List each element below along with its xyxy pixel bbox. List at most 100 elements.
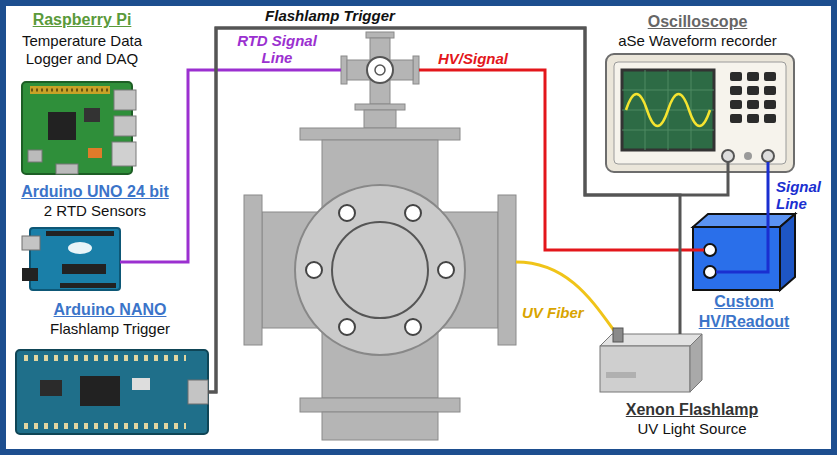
label-anchor: HV/Signal xyxy=(438,50,518,68)
vacuum-chamber xyxy=(375,65,385,75)
oscilloscope-drawing xyxy=(762,150,774,162)
oscilloscope-drawing xyxy=(730,86,742,95)
vacuum-chamber xyxy=(413,56,419,84)
vacuum-chamber xyxy=(367,57,393,83)
line-label: HV/Signal xyxy=(438,50,508,67)
fiber-connector xyxy=(613,328,623,342)
raspberry-pi-board xyxy=(30,86,110,94)
vacuum-chamber xyxy=(341,56,347,84)
label-anchor: Flashlamp Trigger xyxy=(250,7,410,25)
hv-readout-box-drawing xyxy=(693,214,795,227)
hv-readout-box-drawing xyxy=(704,266,716,278)
label-anchor: RTD Signal Line xyxy=(232,32,322,67)
arduino-nano-board xyxy=(16,350,208,434)
arduino-nano-board xyxy=(16,350,208,434)
vacuum-chamber xyxy=(438,262,454,278)
arduino-uno-board xyxy=(68,242,92,254)
oscilloscope-drawing xyxy=(744,152,752,160)
raspberry-pi-board xyxy=(84,108,100,122)
line-label: UV Fiber xyxy=(522,304,584,321)
component-name: Arduino UNO 24 bit xyxy=(10,182,180,202)
arduino-uno-board xyxy=(62,264,106,274)
arduino-nano-board xyxy=(24,423,186,429)
oscilloscope-drawing xyxy=(764,72,776,81)
arduino-nano-board xyxy=(40,380,62,396)
connector-label: Signal Line xyxy=(776,178,830,212)
uv-fiber xyxy=(516,262,618,336)
oscilloscope-drawing xyxy=(730,72,742,81)
signal-connector xyxy=(208,28,728,392)
oscilloscope-drawing xyxy=(622,70,714,150)
vacuum-chamber xyxy=(244,32,516,440)
arduino-uno-board xyxy=(30,228,120,290)
raspberry-pi-board xyxy=(28,150,42,162)
rtd-signal-wire xyxy=(120,70,341,262)
oscilloscope-drawing xyxy=(626,94,710,126)
component-name: Oscilloscope xyxy=(600,12,795,32)
arduino-uno-board xyxy=(22,236,40,250)
component-name: Arduino NANO xyxy=(12,300,208,320)
oscilloscope-drawing xyxy=(730,100,742,109)
oscilloscope-drawing xyxy=(747,72,759,81)
trigger-wire xyxy=(727,162,730,176)
vacuum-chamber xyxy=(300,128,460,140)
component-name: Raspberry Pi xyxy=(14,10,150,30)
arduino-uno-board xyxy=(22,268,38,281)
line-label: RTD Signal Line xyxy=(232,32,322,66)
raspberry-pi-board xyxy=(56,164,78,174)
component-name: Custom HV/Readout xyxy=(690,292,798,332)
component-description: UV Light Source xyxy=(592,420,792,438)
vacuum-chamber xyxy=(339,319,355,335)
vacuum-chamber xyxy=(405,319,421,335)
arduino-nano-board xyxy=(132,378,150,390)
vacuum-chamber xyxy=(295,185,465,355)
oscilloscope-drawing xyxy=(747,114,759,123)
raspberry-pi-board xyxy=(88,148,102,158)
hv-readout-box-drawing xyxy=(780,214,795,290)
raspberry-pi-block: Raspberry PiTemperature Data Logger and … xyxy=(14,10,150,182)
vacuum-chamber xyxy=(498,195,516,345)
oscilloscope-drawing xyxy=(722,150,734,162)
vacuum-chamber xyxy=(300,398,460,412)
xenon-flashlamp-drawing xyxy=(600,334,702,392)
raspberry-pi-board xyxy=(48,112,76,140)
arduino-uno-block: Arduino UNO 24 bit2 RTD Sensors xyxy=(10,182,180,294)
component-description: aSe Waveform recorder xyxy=(600,32,795,50)
arduino-nano-board xyxy=(188,380,208,404)
oscilloscope-drawing xyxy=(747,100,759,109)
hv-readout-box-drawing xyxy=(693,214,795,290)
label-anchor: Signal Line xyxy=(776,178,830,213)
arduino-nano-board xyxy=(24,355,186,361)
arduino-uno-board xyxy=(60,283,116,288)
oscilloscope-drawing xyxy=(622,70,714,150)
oscilloscope-drawing xyxy=(606,54,794,172)
vacuum-chamber xyxy=(355,104,405,110)
oscilloscope-drawing xyxy=(606,54,794,172)
arduino-uno-board xyxy=(46,231,114,236)
vacuum-chamber xyxy=(405,205,421,221)
arduino-nano-board xyxy=(80,376,120,406)
raspberry-pi-board xyxy=(31,89,109,92)
signal-wire xyxy=(716,212,768,272)
xenon-flashlamp-drawing xyxy=(606,372,636,378)
vacuum-chamber xyxy=(366,32,394,38)
oscilloscope-drawing xyxy=(747,86,759,95)
vacuum-chamber xyxy=(332,222,428,318)
hv-readout-box-drawing xyxy=(704,244,716,256)
component-description: Flashlamp Trigger xyxy=(12,320,208,338)
hv-signal-wire xyxy=(419,70,704,250)
component-description: 2 RTD Sensors xyxy=(10,202,180,220)
signal-connector xyxy=(767,176,770,212)
vacuum-chamber xyxy=(339,205,355,221)
oscilloscope-block: OscilloscopeaSe Waveform recorder xyxy=(600,8,795,176)
oscilloscope-drawing xyxy=(614,62,786,164)
oscilloscope-drawing xyxy=(764,86,776,95)
connector-label: Flashlamp Trigger xyxy=(265,7,395,24)
raspberry-pi-board xyxy=(112,142,136,166)
oscilloscope-drawing xyxy=(730,114,742,123)
flashlamp-block: Xenon FlashlampUV Light Source xyxy=(592,334,792,442)
signal-wire xyxy=(767,162,770,176)
